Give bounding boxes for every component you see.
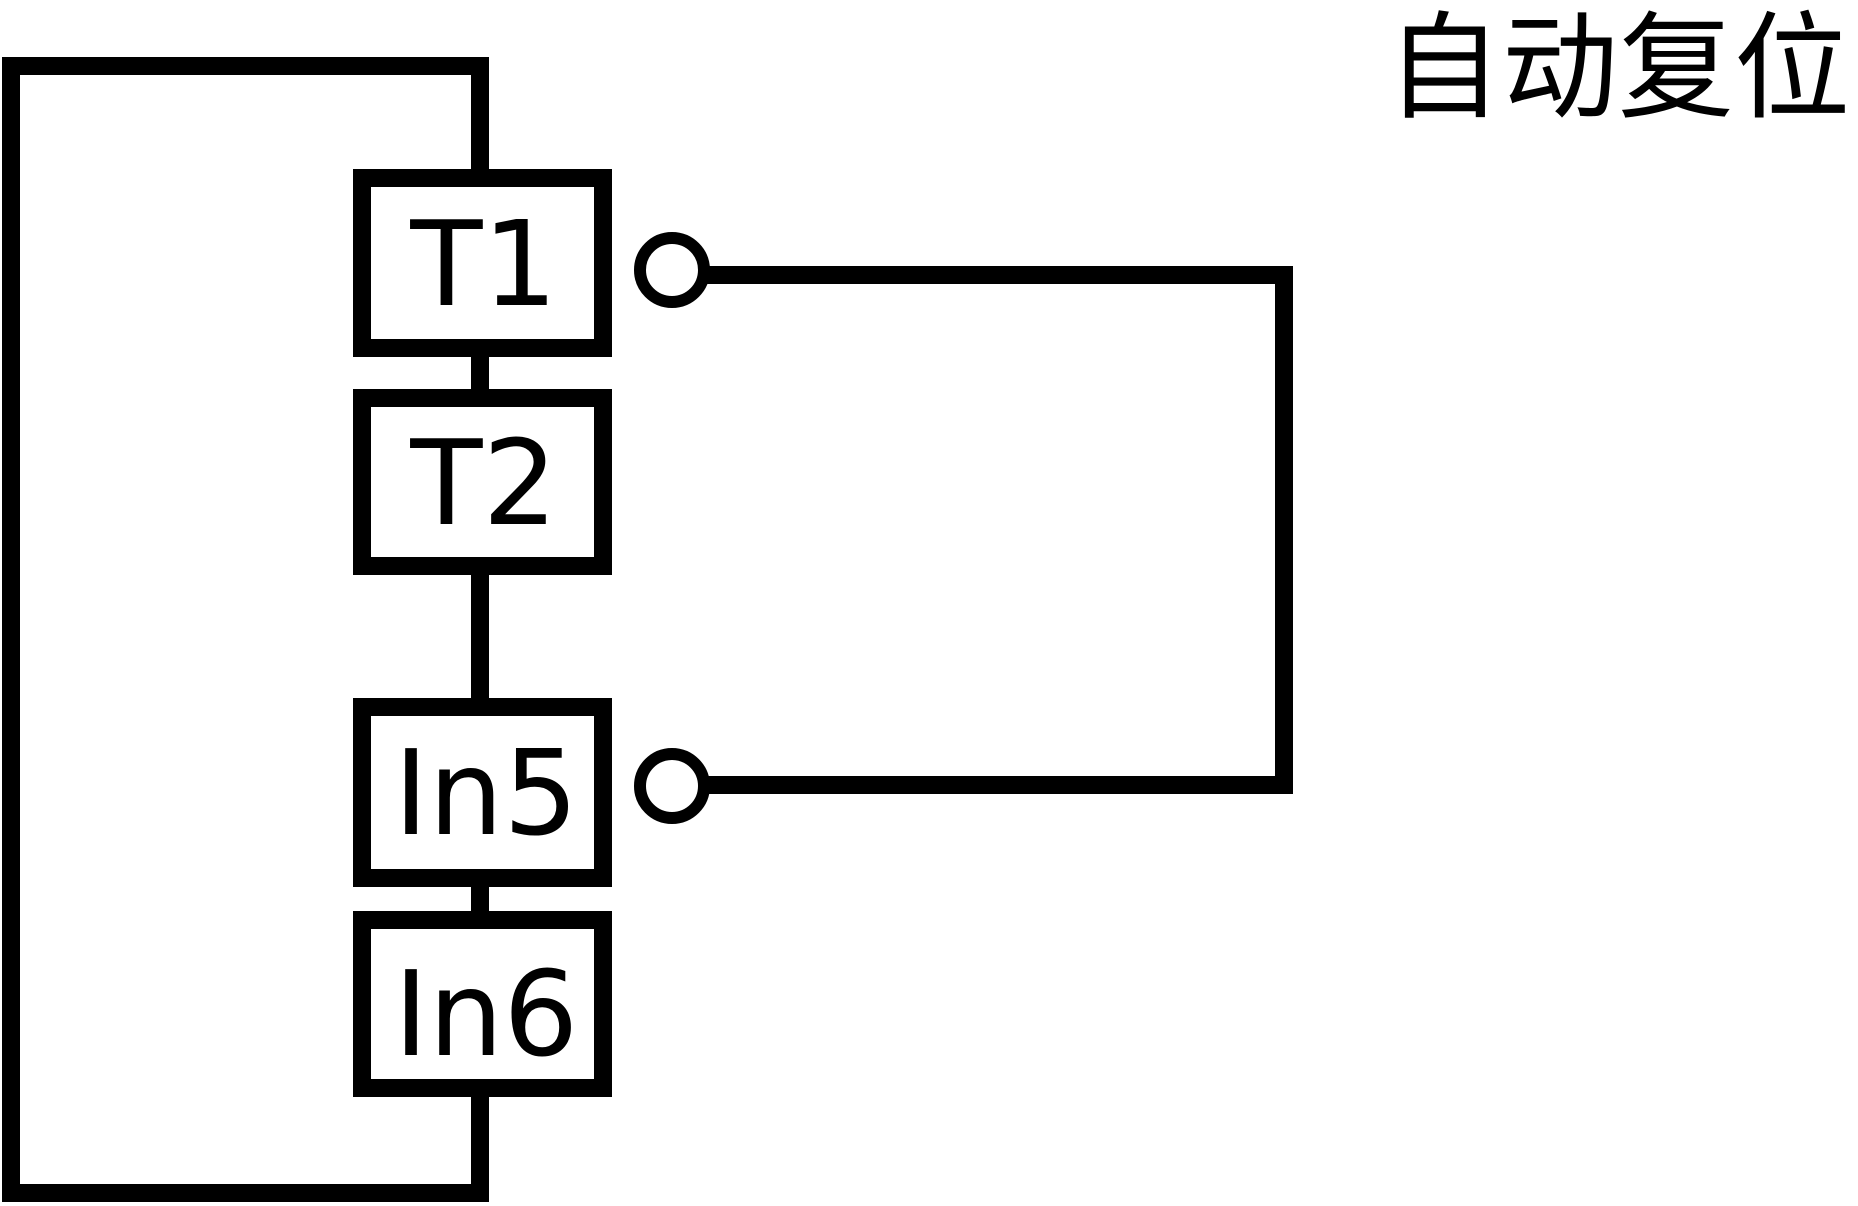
reset-loop-wire xyxy=(691,266,1293,794)
block-in6: In6 xyxy=(353,911,612,1097)
block-in6-label: In6 xyxy=(394,945,579,1083)
block-in5-label: In5 xyxy=(394,724,579,862)
block-t1: T1 xyxy=(353,169,612,357)
terminal-in5 xyxy=(634,748,710,824)
outer-loop-wire xyxy=(2,57,489,1202)
block-t1-label: T1 xyxy=(409,195,557,333)
terminal-t1 xyxy=(634,232,710,308)
block-in5: In5 xyxy=(353,698,612,887)
block-t2-label: T2 xyxy=(409,414,557,552)
block-t2: T2 xyxy=(353,389,612,575)
diagram-title: 自动复位 xyxy=(1386,1,1850,136)
